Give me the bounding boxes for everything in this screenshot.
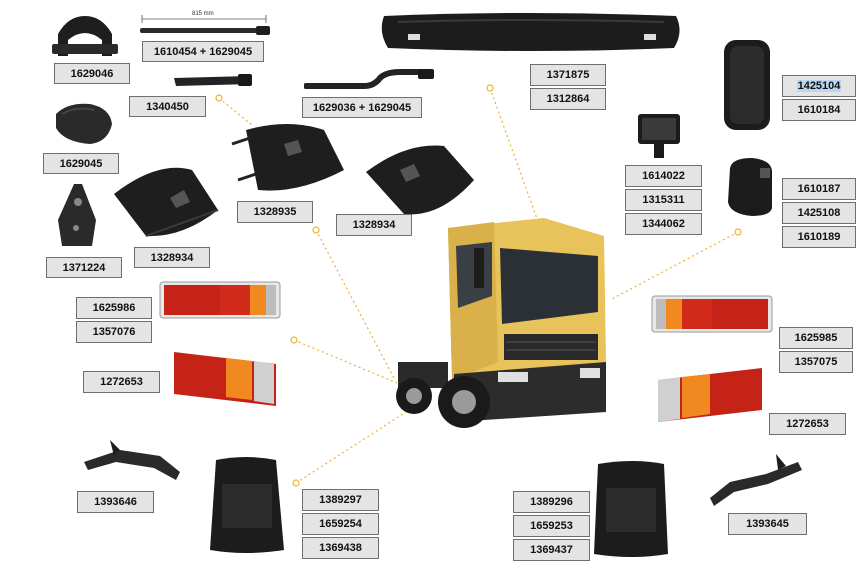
part-number-label: 1614022 xyxy=(625,165,702,187)
fender-1328935-image xyxy=(231,124,344,191)
fender-1328934-left-image xyxy=(114,167,219,237)
part-number-label: 1344062 xyxy=(625,213,702,235)
part-number-label: 1328934 xyxy=(134,247,210,268)
part-number-label: 1357076 xyxy=(76,321,152,343)
part-number-label: 1393645 xyxy=(728,513,807,535)
part-number-label: 1610454 + 1629045 xyxy=(142,41,264,62)
tail-light-1625985-image xyxy=(651,295,773,333)
mudflap-1389296-image xyxy=(594,461,668,557)
bracket-1371224-image xyxy=(58,184,96,246)
part-number-label: 1625985 xyxy=(779,327,853,349)
part-number-label: 1610189 xyxy=(782,226,856,248)
part-number-label: 1629036 + 1629045 xyxy=(302,97,422,118)
dimension-label: 815 mm xyxy=(190,11,216,17)
part-number-label: 1315311 xyxy=(625,189,702,211)
mirror-1610187-image xyxy=(728,158,772,216)
part-number-label: 1371875 xyxy=(530,64,606,86)
part-number-label: 1369437 xyxy=(513,539,590,561)
part-number-label: 1389297 xyxy=(302,489,379,511)
part-number-label: 1659253 xyxy=(513,515,590,537)
bracket-1629046-image xyxy=(52,16,118,56)
part-number-label: 1340450 xyxy=(129,96,206,117)
part-number-label: 1610187 xyxy=(782,178,856,200)
mirror-1425104-image xyxy=(724,40,770,130)
bar-1340450-image xyxy=(174,74,252,86)
rubber-1629045-image xyxy=(56,103,112,144)
part-number-label: 1425108 xyxy=(782,202,856,224)
tail-light-1625986-image xyxy=(159,281,281,319)
sun-visor-1371875-image xyxy=(381,13,680,51)
rod-1629036-image xyxy=(304,69,434,89)
part-number-label: 1328934 xyxy=(336,214,412,236)
mudflap-1389297-image xyxy=(210,457,284,553)
part-number-label-highlighted: 1425104 xyxy=(782,75,856,97)
bracket-1393645-image xyxy=(710,454,802,506)
truck-image xyxy=(396,218,606,428)
tail-light-1272653-left-image xyxy=(174,352,276,406)
part-number-label: 1610184 xyxy=(782,99,856,121)
part-number-label: 1371224 xyxy=(46,257,122,278)
part-number-label: 1625986 xyxy=(76,297,152,319)
part-number-label: 1629046 xyxy=(54,63,130,84)
part-number-label: 1328935 xyxy=(237,201,313,223)
mirror-1614022-image xyxy=(638,114,680,158)
part-number-label: 1629045 xyxy=(43,153,119,174)
part-number-label: 1272653 xyxy=(769,413,846,435)
fender-1328934-right-image xyxy=(366,145,474,215)
part-number-label: 1357075 xyxy=(779,351,853,373)
tail-light-1272653-right-image xyxy=(658,368,762,422)
part-number-label: 1272653 xyxy=(83,371,160,393)
part-number-label: 1659254 xyxy=(302,513,379,535)
part-number-label: 1389296 xyxy=(513,491,590,513)
part-number-label: 1312864 xyxy=(530,88,606,110)
part-number-label: 1369438 xyxy=(302,537,379,559)
bracket-1393646-image xyxy=(84,440,180,480)
part-number-label: 1393646 xyxy=(77,491,154,513)
rod-1610454-image xyxy=(140,15,270,35)
